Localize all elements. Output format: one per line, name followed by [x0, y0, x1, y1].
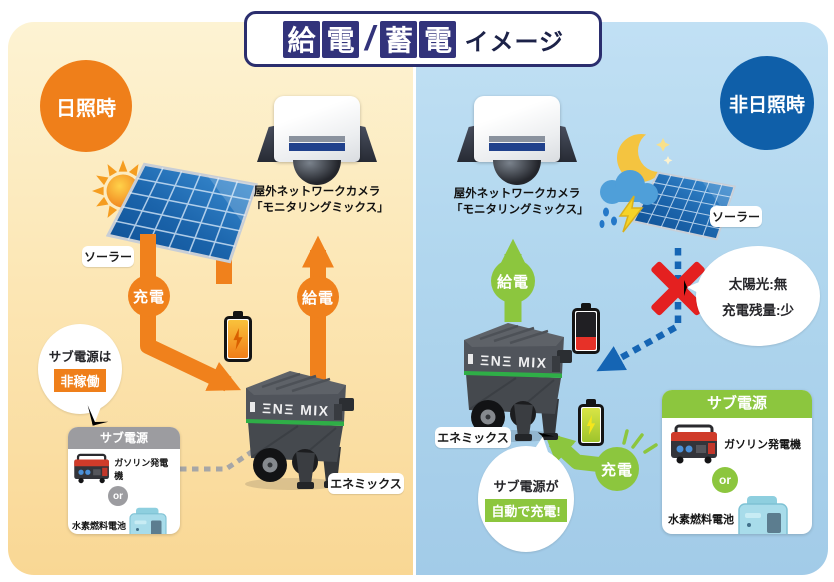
camera-label-strip	[289, 143, 345, 151]
outdoor-network-camera-sunny	[257, 96, 377, 188]
robot-green-stripe	[464, 371, 562, 378]
robot-brand-text-sunny: ΞNΞ MIX	[262, 400, 330, 419]
status-line2: 充電残量:少	[722, 303, 794, 318]
solar-panel-no-sun	[632, 171, 736, 241]
moon-icon	[617, 134, 673, 182]
gasoline-generator-icon	[671, 424, 717, 464]
solar-label-sunny: ソーラー	[82, 246, 134, 267]
bubble-text-no-sun: サブ電源が	[493, 479, 559, 494]
or-badge-sunny: or	[108, 486, 128, 506]
gasoline-generator-icon	[74, 453, 109, 484]
fuel-cell-label-no-sun: 水素燃料電池	[668, 514, 734, 526]
camera-housing	[274, 96, 360, 162]
charge-badge-sunny: 充電	[128, 275, 170, 317]
sub-power-idle-dotted-line	[180, 446, 258, 472]
camera-label-strip	[489, 143, 545, 151]
enemix-label-no-sun: エネミックス	[435, 427, 511, 448]
camera-label-line2-no-sun: 「モニタリングミックス」	[451, 204, 589, 217]
camera-housing	[474, 96, 560, 162]
battery-bolt-icon	[586, 415, 596, 435]
camera-label-line2-sunny: 「モニタリングミックス」	[251, 202, 389, 215]
generator-label-sunny: ガソリン発電機	[114, 457, 169, 481]
raindrop-icon	[603, 207, 609, 217]
supply-badge-sunny: 給電	[297, 276, 339, 318]
sub-power-box-sunny: サブ電源 ガソリン発電機 or 水素燃料電池	[68, 427, 180, 534]
solar-status-bubble: 太陽光:無 充電残量:少	[684, 246, 820, 346]
hydrogen-fuel-cell-icon	[129, 507, 167, 534]
star-sparkle-icon	[656, 138, 670, 152]
title-kanji-storage-1: 蓄	[380, 20, 418, 58]
no-sun-badge: 非日照時	[720, 56, 814, 150]
page-title: 給 電 / 蓄 電 イメージ	[244, 11, 602, 67]
camera-dome-lens-icon	[293, 160, 341, 185]
charge-arrow-sunny	[140, 234, 242, 392]
solar-label-no-sun: ソーラー	[710, 206, 762, 227]
charge-badge-no-sun: 充電	[595, 447, 639, 491]
title-kanji-supply-1: 給	[283, 20, 320, 58]
title-suffix: イメージ	[464, 28, 564, 56]
battery-bolt-icon	[233, 328, 243, 350]
title-kanji-storage-2: 電	[419, 20, 457, 58]
title-kanji-supply-2: 電	[322, 20, 359, 58]
bubble-text-sunny: サブ電源は	[48, 350, 112, 364]
auto-charge-highlight-chip: 自動で充電!	[485, 499, 567, 522]
camera-label-line1-sunny: 屋外ネットワークカメラ	[253, 186, 381, 198]
charge-sparkle-lines	[622, 429, 658, 454]
camera-label-line1-no-sun: 屋外ネットワークカメラ	[453, 188, 581, 200]
lightning-bolt-icon	[618, 195, 644, 233]
auto-charge-bubble: サブ電源が 自動で充電!	[478, 432, 574, 552]
sub-power-box-no-sun: サブ電源 ガソリン発電機 or 水素燃料電池	[662, 390, 812, 534]
enemix-label-sunny: エネミックス	[328, 473, 404, 494]
status-line1: 太陽光:無	[728, 277, 788, 292]
rain-cloud-icon	[599, 170, 658, 233]
sub-power-header-sunny: サブ電源	[68, 427, 180, 449]
robot-brand-text-no-sun: ΞNΞ MIX	[480, 352, 548, 371]
title-slash: /	[365, 19, 375, 58]
idle-highlight-chip: 非稼働	[54, 369, 106, 392]
sunny-badge: 日照時	[40, 60, 132, 152]
supply-badge-no-sun: 給電	[491, 259, 535, 303]
camera-dome-lens-icon	[493, 160, 541, 185]
battery-low-icon	[572, 308, 600, 354]
sub-power-idle-bubble: サブ電源は 非稼働	[38, 324, 122, 426]
battery-charging-icon-no-sun	[578, 404, 604, 446]
generator-label-no-sun: ガソリン発電機	[724, 439, 801, 451]
battery-charging-icon-sunny	[224, 316, 252, 362]
enemix-robot-sunny: ΞNΞ MIX	[245, 371, 354, 490]
or-badge-no-sun: or	[712, 467, 738, 493]
enemix-robot-no-sun: ΞNΞ MIX	[463, 323, 572, 442]
outdoor-network-camera-no-sun	[457, 96, 577, 188]
sub-power-header-no-sun: サブ電源	[662, 390, 812, 418]
robot-green-stripe	[246, 419, 344, 426]
hydrogen-fuel-cell-icon	[738, 496, 788, 534]
fuel-cell-label-sunny: 水素燃料電池	[72, 520, 127, 531]
